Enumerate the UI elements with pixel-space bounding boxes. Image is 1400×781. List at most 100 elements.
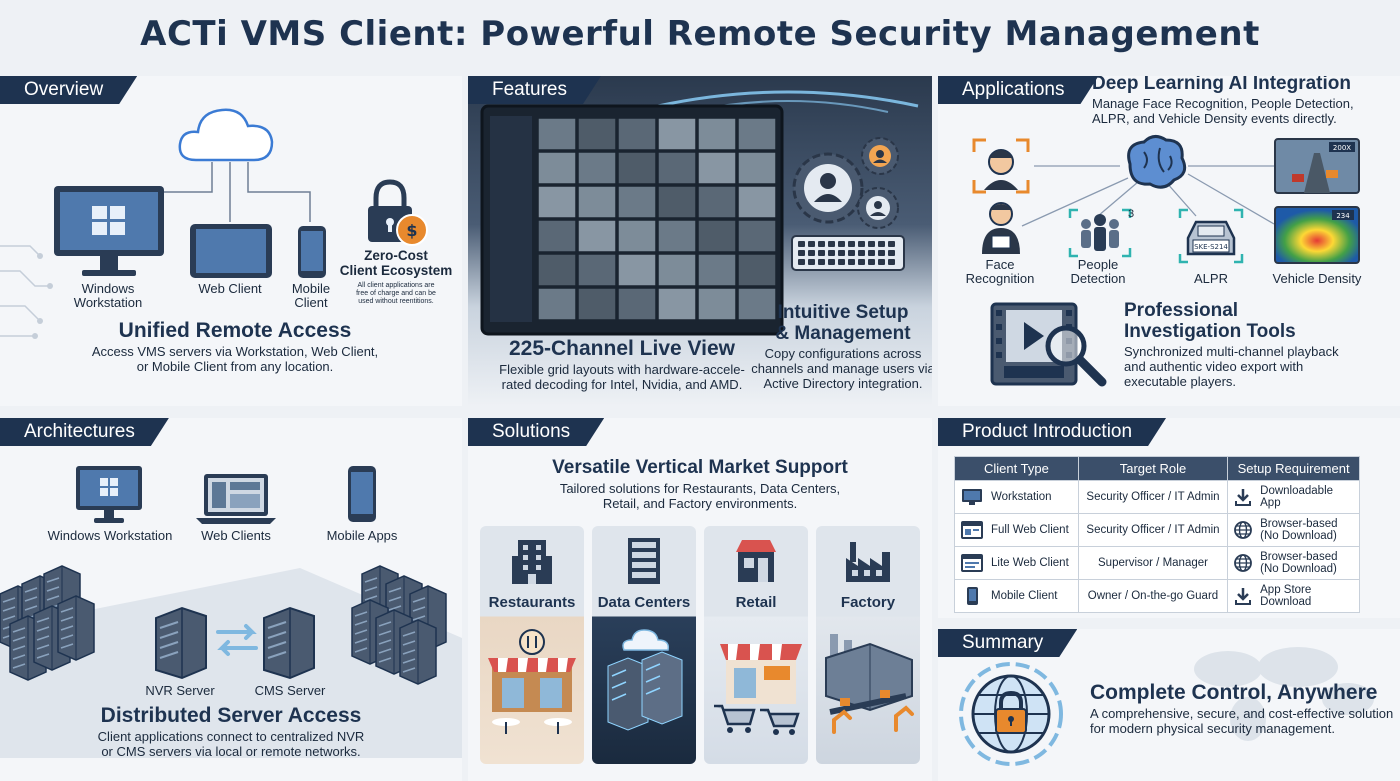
features-panel: Features 225-Channel Live View Flexible … xyxy=(468,76,932,406)
camera-tile xyxy=(737,287,777,321)
table-row[interactable]: Mobile Client Owner / On-the-go Guard Ap… xyxy=(954,579,1360,613)
keyboard-key xyxy=(808,241,815,247)
monitor-icon xyxy=(962,489,982,505)
architectures-heading: Distributed Server Access xyxy=(100,704,362,727)
page-title: ACTi VMS Client: Powerful Remote Securit… xyxy=(140,14,1260,54)
sync-arrows-icon xyxy=(216,624,258,656)
data-center-racks-icon xyxy=(607,629,683,731)
download-icon xyxy=(1235,588,1252,605)
market-label: Factory xyxy=(840,594,896,611)
camera-tile xyxy=(657,253,697,287)
cloud-icon xyxy=(178,108,274,162)
camera-tile xyxy=(617,219,657,253)
world-map-decoration xyxy=(1194,647,1374,741)
column-header[interactable]: Setup Requirement xyxy=(1227,456,1360,481)
keyboard-key xyxy=(868,259,875,265)
camera-tile xyxy=(737,151,777,185)
investigation-title: Professional Investigation Tools xyxy=(1124,300,1296,342)
keyboard-key xyxy=(878,250,885,256)
table-row[interactable]: Full Web Client Security Officer / IT Ad… xyxy=(954,513,1360,547)
cms-server-icon xyxy=(263,606,315,680)
keyboard-key xyxy=(858,241,865,247)
market-label: Retail xyxy=(735,594,777,611)
product-tab[interactable]: Product Introduction xyxy=(938,418,1166,446)
camera-tile xyxy=(657,117,697,151)
keyboard-key xyxy=(888,250,895,256)
camera-tile xyxy=(577,219,617,253)
client-type: Full Web Client xyxy=(991,524,1069,536)
camera-tile xyxy=(657,287,697,321)
server-racks-left-icon xyxy=(0,565,95,681)
camera-tile xyxy=(737,117,777,151)
face-recognition-label: Face Recognition xyxy=(965,257,1035,286)
table-header-row: Client Type Target Role Setup Requiremen… xyxy=(954,456,1360,481)
setup-requirement: Browser-based xyxy=(1260,518,1338,530)
keyboard-key xyxy=(878,259,885,265)
keyboard-key xyxy=(808,259,815,265)
market-tile-data-centers[interactable]: Data Centers xyxy=(592,526,696,764)
summary-tab[interactable]: Summary xyxy=(938,629,1077,657)
solutions-heading: Versatile Vertical Market Support xyxy=(552,457,848,478)
device-label-mobile: Mobile Client xyxy=(291,281,331,310)
people-detection-label: People Detection xyxy=(1070,257,1126,286)
keyboard-key xyxy=(798,241,805,247)
svg-text:$: $ xyxy=(406,221,417,240)
solutions-panel: Solutions Versatile Vertical Market Supp… xyxy=(468,418,932,781)
ai-description: Manage Face Recognition, People Detectio… xyxy=(1092,96,1354,126)
keyboard-key xyxy=(828,250,835,256)
face-recognition-icon xyxy=(972,138,1030,194)
camera-tile xyxy=(537,117,577,151)
features-tab[interactable]: Features xyxy=(468,76,601,104)
camera-tile xyxy=(737,219,777,253)
camera-tile xyxy=(537,253,577,287)
market-tile-factory[interactable]: Factory xyxy=(816,526,920,764)
laptop-icon xyxy=(196,474,276,524)
video-wall-icon xyxy=(480,104,784,336)
overview-tab[interactable]: Overview xyxy=(0,76,137,104)
smartphone-icon xyxy=(348,466,376,522)
summary-panel: Summary Complete Control, Anywhere A com… xyxy=(938,629,1400,781)
nvr-server-label: NVR Server xyxy=(145,683,215,698)
solutions-tab[interactable]: Solutions xyxy=(468,418,604,446)
table-row[interactable]: Lite Web Client Supervisor / Manager Bro… xyxy=(954,546,1360,580)
target-role: Owner / On-the-go Guard xyxy=(1087,590,1219,602)
keyboard-key xyxy=(798,250,805,256)
architectures-tab[interactable]: Architectures xyxy=(0,418,169,446)
market-tile-restaurants[interactable]: Restaurants xyxy=(480,526,584,764)
browser-window-icon xyxy=(961,554,983,572)
heatmap-feed-icon: 234 xyxy=(1274,206,1360,264)
camera-tile xyxy=(657,219,697,253)
camera-tile xyxy=(697,287,737,321)
shop-icon xyxy=(736,540,776,582)
market-tile-retail[interactable]: Retail xyxy=(704,526,808,764)
id-badge-person-icon xyxy=(982,202,1020,254)
keyboard-key xyxy=(848,250,855,256)
gear-settings-icon xyxy=(791,137,905,271)
applications-panel: Applications Deep Learning AI Integratio… xyxy=(938,76,1400,406)
applications-tab[interactable]: Applications xyxy=(938,76,1098,104)
people-count: 3 xyxy=(1128,208,1135,220)
camera-tile xyxy=(577,287,617,321)
architectures-panel: Architectures Windows Workstation Web Cl… xyxy=(0,418,462,781)
circuit-lines-decoration xyxy=(0,245,53,339)
overview-heading: Unified Remote Access xyxy=(118,319,352,342)
setup-requirement: Browser-based xyxy=(1260,551,1338,563)
server-racks-right-icon xyxy=(351,565,447,685)
column-header[interactable]: Client Type xyxy=(954,456,1079,481)
camera-tile xyxy=(617,117,657,151)
live-view-title: 225-Channel Live View xyxy=(508,337,736,360)
keyboard-key xyxy=(828,241,835,247)
smartphone-icon xyxy=(967,587,978,605)
camera-tile xyxy=(537,151,577,185)
retail-store-cart-icon xyxy=(714,644,802,735)
smartphone-icon xyxy=(298,226,326,278)
client-label-mobile: Mobile Apps xyxy=(326,528,398,543)
product-table-wrap: Client Type Target Role Setup Requiremen… xyxy=(954,456,1360,613)
architectures-description: Client applications connect to centraliz… xyxy=(97,729,365,759)
column-header[interactable]: Target Role xyxy=(1077,456,1229,481)
camera-tile xyxy=(577,253,617,287)
camera-tile xyxy=(657,185,697,219)
camera-tile xyxy=(577,117,617,151)
table-row[interactable]: Workstation Security Officer / IT Admin … xyxy=(954,480,1360,514)
keyboard-key xyxy=(838,250,845,256)
